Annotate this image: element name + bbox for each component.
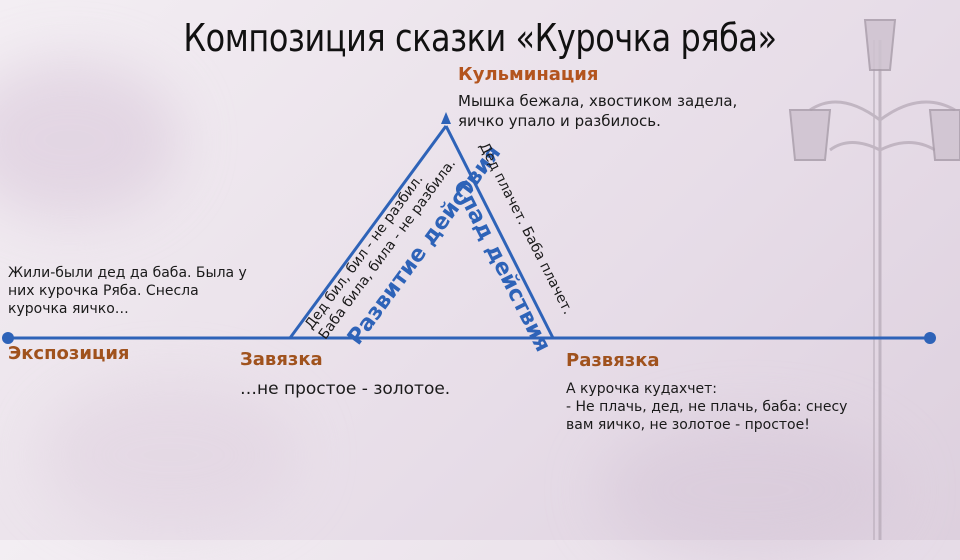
- exposition-text-line: курочка яичко…: [8, 301, 129, 318]
- exposition-text-line: них курочка Ряба. Снесла: [8, 283, 199, 300]
- resolution-text-line: вам яичко, не золотое - простое!: [566, 417, 810, 434]
- climax-arrow: [441, 112, 451, 124]
- setup-text: …не простое - золотое.: [240, 379, 451, 399]
- falling-line: [444, 125, 555, 339]
- resolution-text-line: А курочка кудахчет:: [566, 381, 718, 397]
- plot-diagram: [2, 112, 936, 344]
- exposition-text-line: Жили-были дед да баба. Была у: [8, 265, 247, 281]
- end-point-marker: [924, 332, 936, 344]
- background-blob: [0, 60, 180, 220]
- climax-text: Мышка бежала, хвостиком задела, яичко уп…: [458, 92, 737, 131]
- resolution-text: А курочка кудахчет: - Не плачь, дед, не …: [566, 380, 847, 435]
- rising-line: [288, 125, 448, 339]
- exposition-heading: Экспозиция: [8, 343, 130, 364]
- street-lamp-illustration: [788, 19, 960, 540]
- climax-text-line: яичко упало и разбилось.: [458, 111, 661, 130]
- climax-heading: Кульминация: [458, 64, 599, 85]
- page-title: Композиция сказки «Курочка ряба»: [183, 16, 777, 60]
- resolution-heading: Развязка: [566, 350, 660, 371]
- setup-heading: Завязка: [240, 349, 323, 370]
- background-blob: [40, 380, 300, 530]
- start-point-marker: [2, 332, 14, 344]
- resolution-text-line: - Не плачь, дед, не плачь, баба: снесу: [566, 399, 848, 416]
- climax-text-line: Мышка бежала, хвостиком задела,: [458, 92, 738, 110]
- background-blob: [600, 420, 900, 560]
- exposition-text: Жили-были дед да баба. Была у них курочк…: [8, 264, 247, 319]
